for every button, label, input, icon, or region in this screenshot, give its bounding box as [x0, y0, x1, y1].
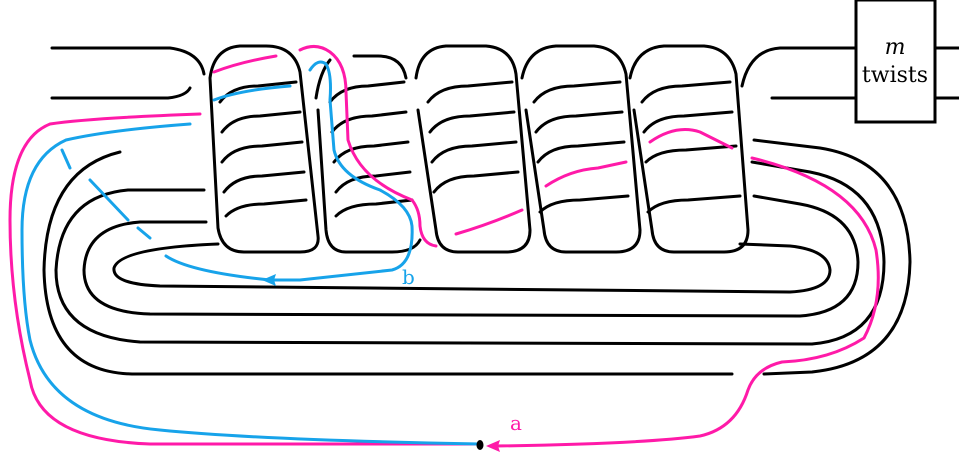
curve-a-path [8, 112, 482, 446]
column-6 [740, 46, 816, 88]
curve-b-dash-1 [60, 148, 72, 170]
curve-b-hook [268, 60, 414, 282]
curve-b-end [164, 254, 272, 282]
crossing-arcs [218, 80, 742, 218]
curve-b-arc-1 [212, 84, 292, 102]
left-tail-top [50, 46, 206, 76]
curve-a-tail [494, 156, 880, 448]
twist-box [854, 0, 937, 124]
loop-4 [42, 150, 734, 376]
curve-a-seg-2 [544, 160, 628, 188]
curve-a-seg-3 [648, 128, 734, 150]
column-2 [314, 54, 422, 254]
curve-a-hook [298, 45, 438, 248]
curve-a-arrowhead [486, 440, 500, 452]
curve-a-arc-1 [212, 54, 278, 74]
curve-a-label: a [510, 411, 522, 435]
basepoint [476, 440, 484, 450]
curve-a-seg-1 [454, 208, 524, 236]
twist-box-variable: m [885, 35, 906, 60]
column-4 [520, 44, 642, 254]
curve-b-label: b [402, 265, 415, 289]
twist-box-label: twists [862, 63, 928, 88]
column-5 [628, 44, 750, 254]
loop-inner [112, 242, 832, 294]
loop-4-return [752, 138, 912, 376]
curve-b-arrowhead [262, 274, 276, 286]
loop-2 [82, 194, 860, 318]
curve-b-dash-3 [136, 226, 152, 240]
curve-b-dash-2 [88, 178, 130, 222]
loop-3 [54, 160, 886, 346]
curve-b-path [20, 122, 482, 446]
curve-b [20, 60, 482, 446]
column-1 [208, 44, 320, 254]
curve-a [8, 45, 880, 452]
column-3 [414, 44, 532, 254]
knot-strands [42, 0, 959, 376]
left-tail-bottom [50, 86, 192, 100]
